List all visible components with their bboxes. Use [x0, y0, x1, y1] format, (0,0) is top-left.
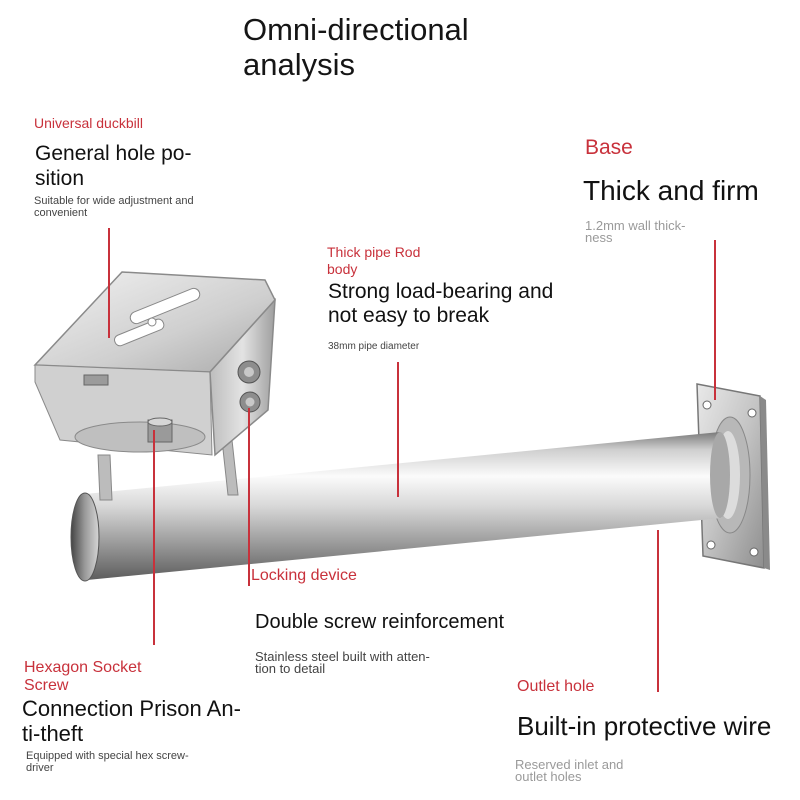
- pipe-heading: Strong load-bearing and not easy to brea…: [328, 280, 554, 327]
- locking-leader-line: [248, 408, 250, 586]
- hexagon-heading: Connection Prison An- ti-theft: [22, 696, 241, 746]
- hexagon-leader-line: [153, 430, 155, 645]
- outlet-heading: Built-in protective wire: [517, 711, 772, 741]
- duckbill-heading: General hole po- sition: [35, 142, 192, 190]
- base-leader-line: [714, 240, 716, 400]
- hexagon-note: Equipped with special hex screw- driver: [26, 750, 189, 774]
- locking-tag: Locking device: [251, 567, 357, 584]
- page-title: Omni-directional analysis: [243, 12, 469, 82]
- pipe-rod: [70, 432, 730, 582]
- hexagon-tag: Hexagon Socket Screw: [24, 659, 142, 694]
- base-tag: Base: [585, 136, 633, 159]
- base-heading: Thick and firm: [583, 175, 759, 206]
- outlet-tag: Outlet hole: [517, 678, 595, 695]
- outlet-leader-line: [657, 530, 659, 692]
- duckbill-tag: Universal duckbill: [34, 115, 143, 131]
- pipe-note: 38mm pipe diameter: [328, 341, 420, 352]
- locking-heading: Double screw reinforcement: [255, 611, 504, 633]
- pipe-tag: Thick pipe Rod body: [327, 244, 421, 277]
- pipe-leader-line: [397, 362, 399, 497]
- base-note: 1.2mm wall thick- ness: [585, 218, 686, 245]
- duckbill-mount: [33, 271, 276, 457]
- locking-note: Stainless steel built with atten- tion t…: [255, 649, 430, 676]
- duckbill-leader-line: [108, 228, 110, 338]
- outlet-note: Reserved inlet and outlet holes: [515, 757, 624, 784]
- duckbill-note: Suitable for wide adjustment and conveni…: [34, 195, 194, 219]
